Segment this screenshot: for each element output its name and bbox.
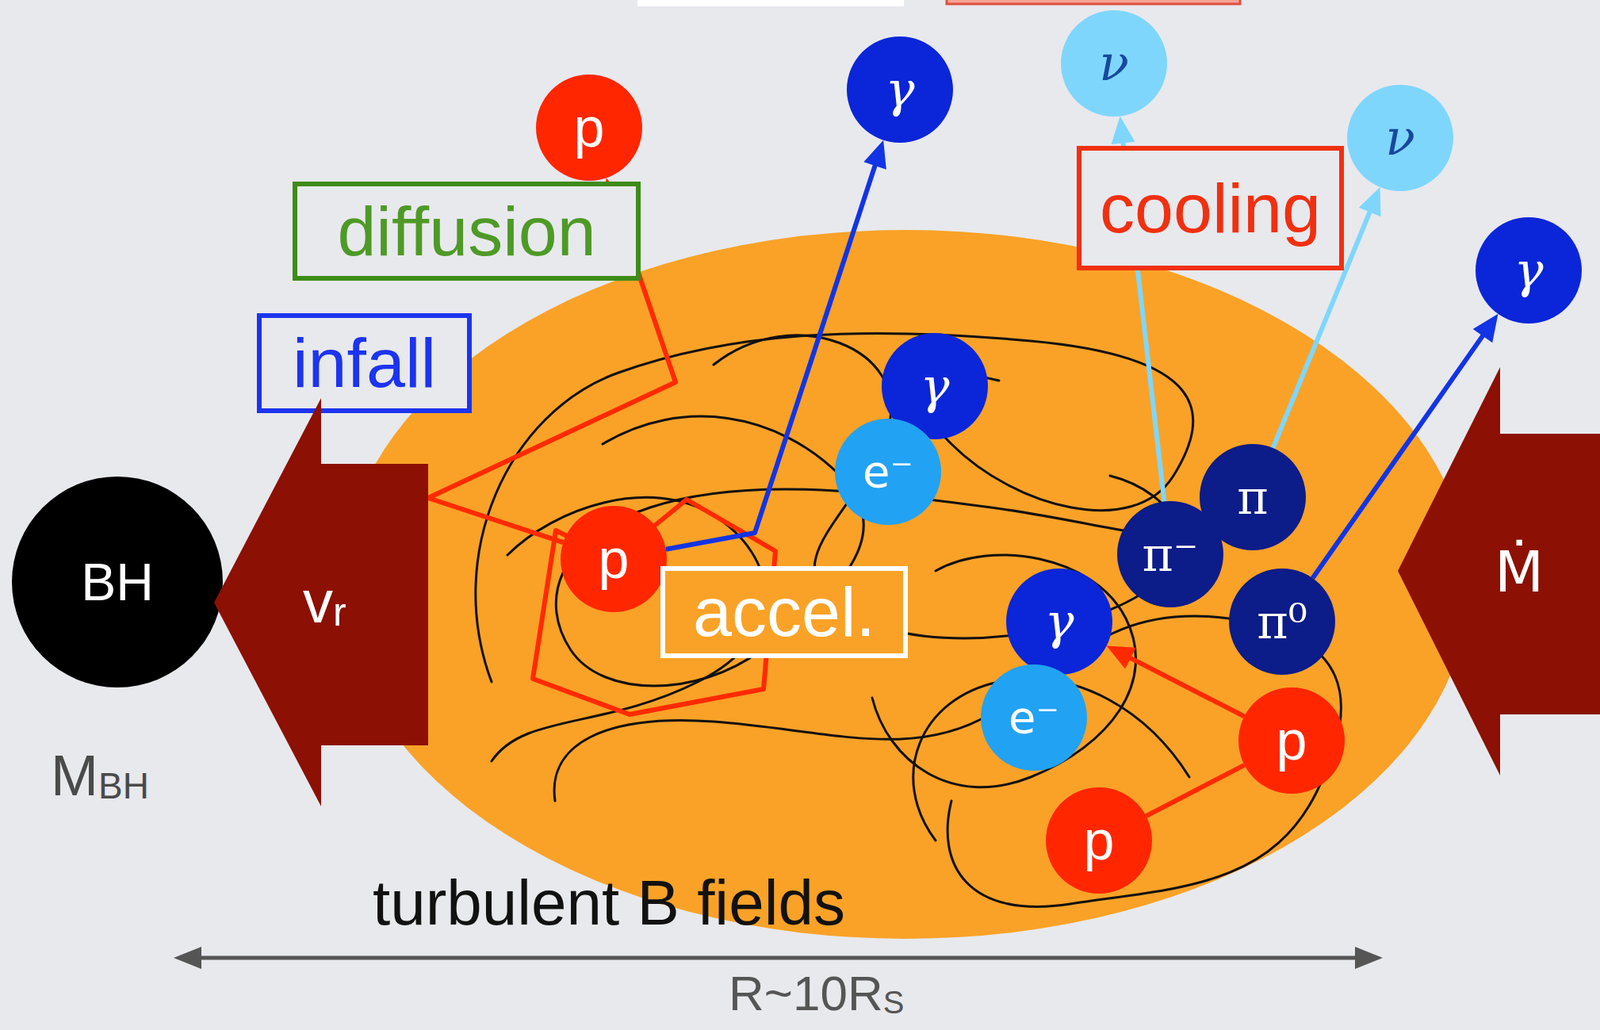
accretion-flow [341, 229, 1470, 939]
track-line [1145, 765, 1245, 816]
arrow-label: Ṁ [1494, 543, 1544, 601]
particle-symbol: ν [1385, 113, 1416, 163]
arrowhead [1106, 646, 1137, 670]
electron-circle: e⁻ [980, 664, 1088, 771]
process-label: diffusion [336, 196, 596, 267]
arrowhead [1111, 116, 1136, 145]
particle-track [1106, 646, 1245, 717]
pion-circle: π⁻ [1117, 501, 1224, 608]
track-line [1127, 656, 1245, 716]
process-label: accel. [692, 577, 876, 647]
arrowhead [1473, 313, 1499, 343]
field-label: turbulent B fields [372, 867, 846, 938]
particle-symbol: p [574, 99, 605, 156]
dimension-label: R~10RS [728, 968, 904, 1019]
particle-symbol: BH [80, 555, 154, 609]
gamma-circle: γ [1006, 568, 1113, 675]
top-strip [637, 0, 904, 7]
flow-symbol: v [302, 567, 334, 636]
particle-symbol: γ [919, 361, 950, 411]
process-label: cooling [1099, 173, 1321, 244]
particle-track [1145, 765, 1245, 816]
process-box: cooling [1076, 145, 1344, 271]
proton-circle: p [1238, 687, 1345, 794]
gamma-circle: γ [846, 36, 954, 143]
particle-symbol: γ [884, 65, 915, 115]
accretion-arrow: Ṁ [1397, 367, 1600, 776]
subscript: BH [98, 765, 150, 807]
field-line [872, 555, 1137, 788]
process-box: diffusion [292, 181, 641, 281]
particle-symbol: p [1083, 812, 1115, 869]
particle-symbol: p [598, 531, 630, 587]
particle-symbol: π [1236, 473, 1268, 521]
field-line [554, 616, 1341, 908]
particle-symbol: γ [1513, 245, 1543, 295]
turbulent-field-lines [475, 333, 1342, 907]
mass-label: MBH [50, 746, 150, 804]
process-box: infall [256, 313, 472, 414]
neutrino-circle: ν [1347, 84, 1454, 192]
pion-circle: π⁰ [1228, 568, 1336, 675]
particle-symbol: e⁻ [862, 449, 914, 494]
dimension-arrowhead [173, 946, 202, 969]
dimension-line [195, 956, 1362, 961]
particle-symbol: γ [1044, 597, 1074, 647]
particle-symbol: p [1276, 712, 1308, 769]
particle-symbol: π⁻ [1141, 530, 1199, 578]
process-box: accel. [660, 566, 908, 659]
black-hole-circle: BH [11, 476, 223, 688]
flow-subscript: r [333, 589, 347, 635]
arrowhead [1358, 187, 1382, 217]
top-strip [946, 0, 1241, 4]
mass-label: M [50, 743, 99, 808]
particle-symbol: ν [1098, 38, 1130, 89]
neutrino-circle: ν [1060, 10, 1168, 117]
particle-symbol: e⁻ [1008, 695, 1060, 740]
arrow-body [1397, 367, 1600, 776]
subscript: S [883, 984, 905, 1020]
particle-symbol: π⁰ [1256, 597, 1308, 646]
proton-circle: p [1045, 787, 1153, 894]
electron-circle: e⁻ [834, 418, 942, 525]
arrowhead [863, 140, 887, 170]
process-label: infall [292, 328, 437, 399]
arrow-body [214, 398, 429, 807]
gamma-circle: γ [1475, 217, 1582, 324]
field-label: turbulent B fields [372, 871, 846, 935]
infall-arrow: vr [214, 398, 429, 807]
dimension-arrowhead [1355, 946, 1383, 969]
flow-symbol: Ṁ [1494, 538, 1544, 605]
proton-circle: p [535, 74, 643, 181]
proton-circle: p [560, 505, 667, 613]
dimension-label: R~10R [728, 965, 884, 1021]
arrow-label: vr [302, 571, 347, 632]
